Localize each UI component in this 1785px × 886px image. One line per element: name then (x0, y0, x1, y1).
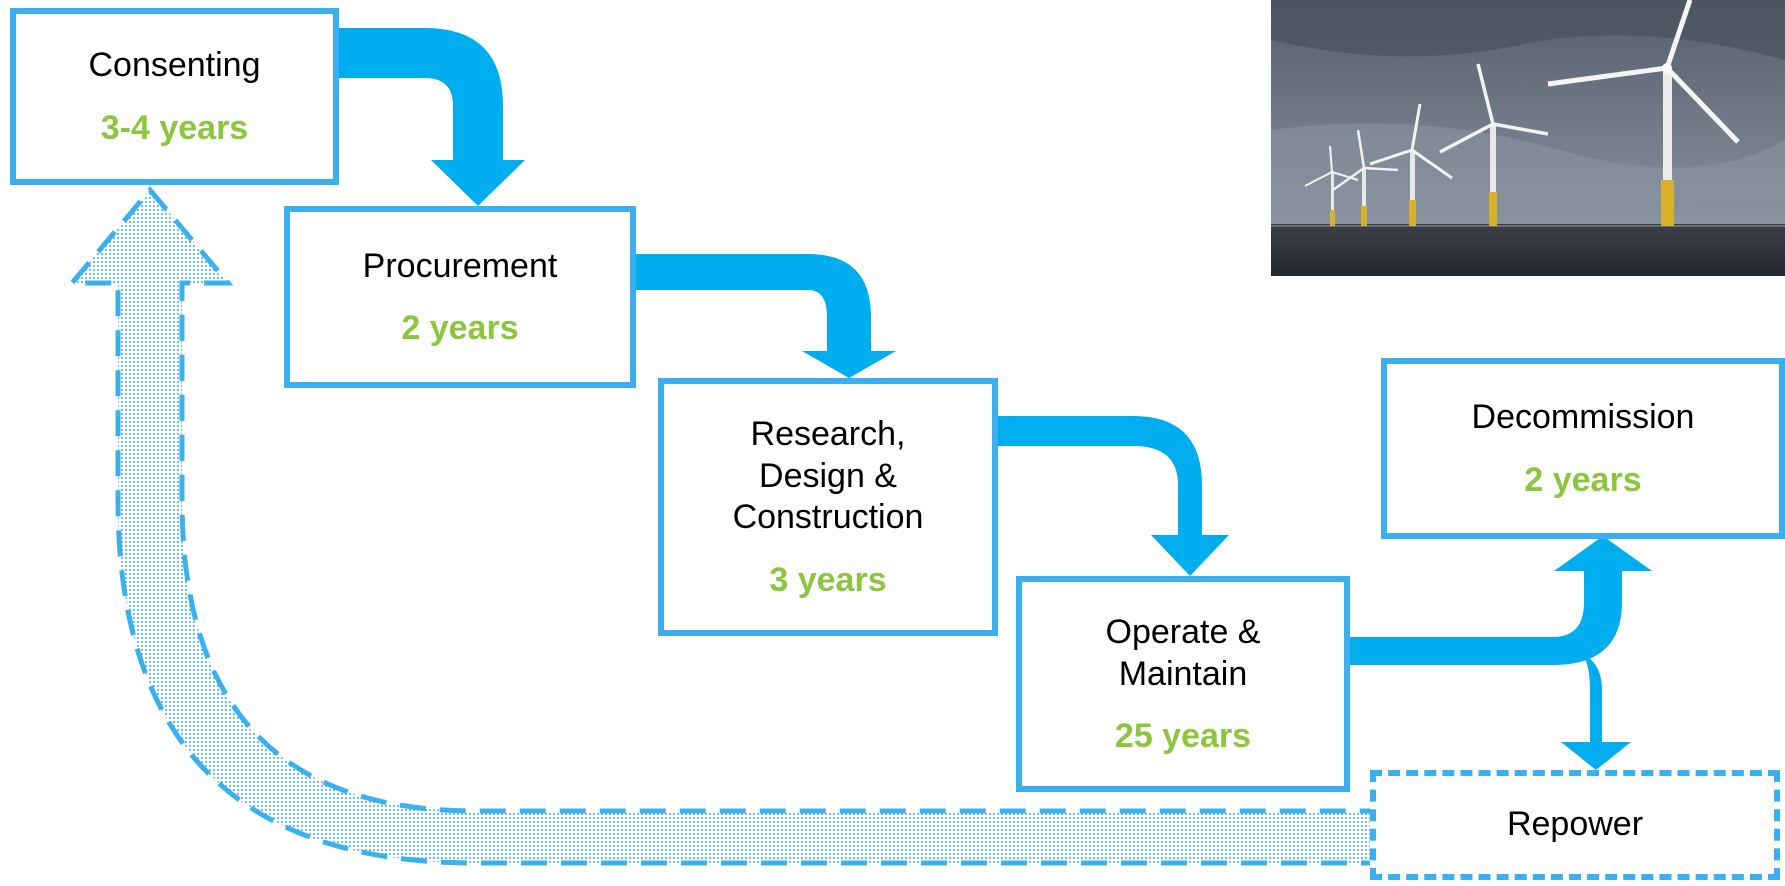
turbine-4 (1439, 63, 1549, 226)
turbine-3 (1369, 103, 1453, 226)
repower-loop-arrow (66, 186, 1378, 866)
turbine-1 (1304, 145, 1359, 226)
stage-decommission: Decommission 2 years (1381, 358, 1785, 539)
stage-repower-label: Repower (1506, 805, 1644, 844)
stage-research-duration: 3 years (769, 560, 887, 599)
stage-procurement-duration: 2 years (401, 309, 519, 348)
stage-procurement: Procurement 2 years (284, 206, 636, 388)
stage-operate-duration: 25 years (1114, 716, 1252, 755)
arrow-consenting-to-procurement (336, 28, 525, 206)
stage-operate-maintain: Operate & Maintain 25 years (1016, 576, 1350, 792)
arrow-operate-to-repower (1553, 637, 1631, 770)
stage-repower: Repower (1370, 770, 1780, 880)
wind-turbine-photo (1271, 0, 1785, 276)
stage-consenting-label: Consenting (88, 46, 261, 85)
stage-consenting-duration: 3-4 years (100, 108, 249, 147)
arrow-operate-to-decommission (1347, 536, 1652, 665)
turbine-5 (1547, 0, 1740, 226)
stage-consenting: Consenting 3-4 years (10, 8, 339, 185)
stage-operate-label: Operate & Maintain (1105, 613, 1261, 693)
arrow-procurement-to-research (632, 254, 896, 378)
arrow-research-to-operate (996, 416, 1229, 576)
turbine-2 (1332, 129, 1399, 226)
stage-decommission-label: Decommission (1471, 398, 1695, 437)
stage-research-design-construction: Research, Design & Construction 3 years (658, 378, 998, 636)
stage-procurement-label: Procurement (362, 246, 558, 285)
stage-research-label: Research, Design & Construction (732, 415, 924, 537)
stage-decommission-duration: 2 years (1524, 460, 1642, 499)
